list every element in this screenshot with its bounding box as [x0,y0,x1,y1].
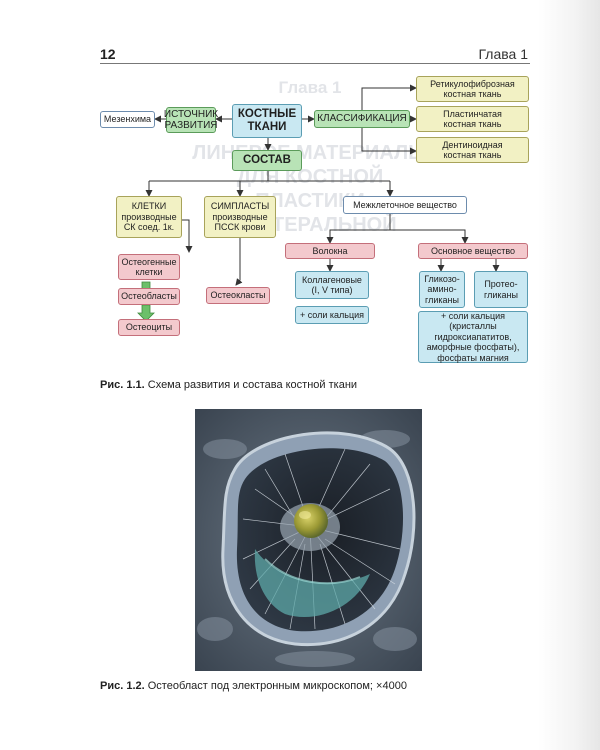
bone-tissue-diagram: Глава 1 ЛИНЕРОЕ МАТЕРИАЛЫ ДЛЯ КОСТНОЙ ПЛ… [100,76,529,363]
chapter-title: Глава 1 [478,46,529,62]
node-lamellar: Пластинчатая костная ткань [416,106,529,132]
node-source-of-development: ИСТОЧНИК РАЗВИТИЯ [163,107,219,133]
figure-1-label: Рис. 1.1. [100,379,145,391]
node-calcium-salts-fibers: + соли кальция [295,306,369,324]
osteoblast-micrograph-icon [195,409,422,671]
node-symplasts: СИМПЛАСТЫ производные ПССК крови [204,196,276,238]
connector-line [361,127,417,155]
node-osteocytes: Остеоциты [118,319,180,336]
figure-2-caption: Рис. 1.2. Остеобласт под электронным мик… [100,680,407,692]
node-bone-tissues: КОСТНЫЕ ТКАНИ [232,104,302,138]
figure-2-text: Остеобласт под электронным микроскопом; … [144,680,407,692]
node-fibers: Волокна [285,243,375,259]
page-edge-shadow [538,0,600,750]
node-mesenchyme: Мезенхима [100,111,155,128]
node-calcium-salts-ground: + соли кальция (кристаллы гидроксиапатит… [418,311,528,363]
node-collagen: Коллагеновые (I, V типа) [295,271,369,299]
ghost-line: ДЛЯ КОСТНОЙ [236,166,384,188]
figure-1-caption: Рис. 1.1. Схема развития и состава костн… [100,379,357,391]
ghost-line: Глава 1 [278,78,342,97]
node-proteoglycans: Протео- гликаны [474,271,528,308]
diagram-connectors [137,84,500,322]
node-intercellular-substance: Межклеточное вещество [343,196,467,214]
electron-micrograph-image [195,409,422,671]
node-osteoblasts: Остеобласты [118,288,180,305]
ghost-line: ПЛАСТИКИ [255,190,365,212]
green-arrow-icon [137,304,155,322]
node-composition: СОСТАВ [232,150,302,171]
connector-line [390,229,469,244]
node-cells: КЛЕТКИ производные СК соед. 1к. [116,196,182,238]
page-number: 12 [100,46,116,62]
connector-line [361,84,417,111]
figure-2-label: Рис. 1.2. [100,680,145,692]
node-reticulofibrous: Ретикулофиброзная костная ткань [416,76,529,102]
connector-line [326,214,391,244]
header-rule [100,63,530,64]
node-ground-substance: Основное вещество [418,243,528,259]
node-glycosaminoglycans: Гликозо- амино- гликаны [419,271,465,308]
connector-line [182,219,193,253]
connector-line [235,238,243,286]
node-osteoclasts: Остеокласты [206,287,270,304]
node-dentinoid: Дентиноидная костная ткань [416,137,529,163]
node-classification: КЛАССИФИКАЦИЯ [314,110,410,128]
figure-1-text: Схема развития и состава костной ткани [144,379,358,391]
node-osteogenic-cells: Остеогенные клетки [118,254,180,280]
